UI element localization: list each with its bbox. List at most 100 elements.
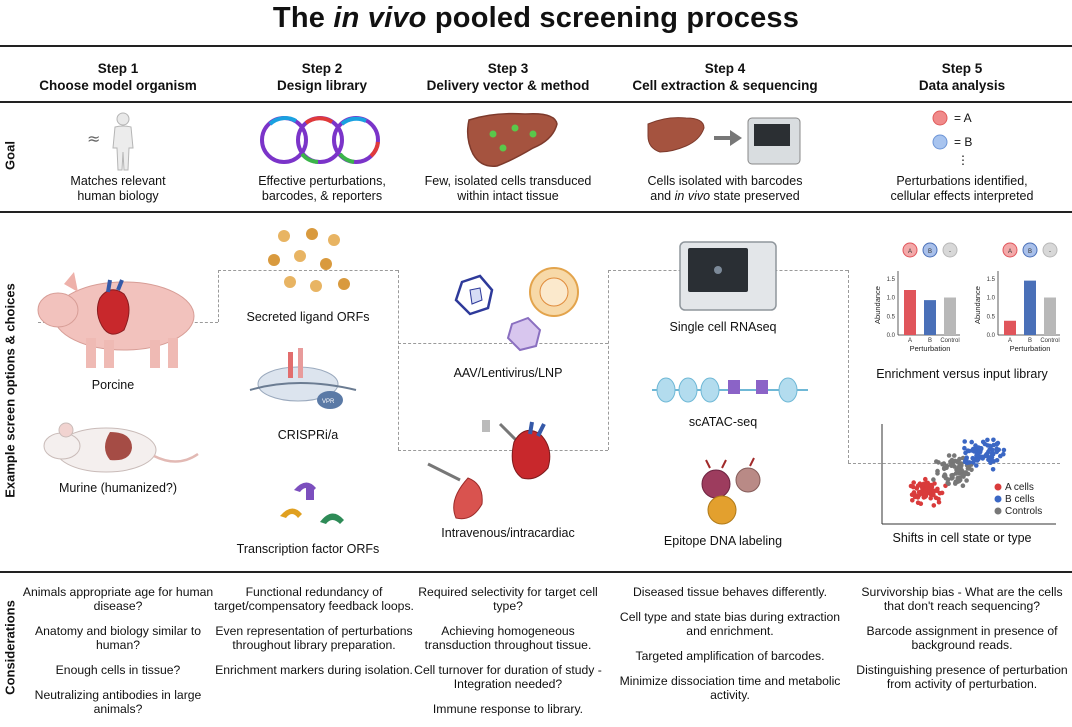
scatter-point bbox=[963, 450, 968, 456]
scatter-point bbox=[910, 498, 915, 503]
bar bbox=[1044, 297, 1056, 335]
scatter-point bbox=[911, 480, 916, 485]
goal-text-5: Perturbations identified,cellular effect… bbox=[890, 174, 1034, 203]
badge-circle bbox=[922, 242, 938, 258]
scatter-point bbox=[948, 459, 953, 464]
legend-a: = A bbox=[954, 111, 972, 125]
scatter-point bbox=[972, 449, 978, 454]
legend-label: B cells bbox=[1005, 494, 1034, 505]
badge-circle bbox=[1002, 242, 1018, 258]
consideration: Minimize dissociation time and metabolic… bbox=[619, 674, 841, 702]
connector-line bbox=[398, 343, 608, 344]
considerations-step3: Required selectivity for target cell typ… bbox=[408, 585, 608, 727]
scatter-point bbox=[934, 459, 939, 464]
option-scatac: scATAC-seq bbox=[688, 415, 758, 429]
option-epitope-labeling: Epitope DNA labeling bbox=[663, 534, 783, 548]
badge-label: - bbox=[1049, 249, 1051, 255]
scatter-point bbox=[917, 482, 922, 488]
scatter-point bbox=[962, 439, 967, 444]
option-scrnaseq: Single cell RNAseq bbox=[669, 320, 777, 334]
scatter-point bbox=[979, 454, 984, 460]
x-tick-label: A bbox=[908, 338, 912, 344]
option-transcription-factor: Transcription factor ORFs bbox=[236, 542, 380, 556]
liver-icon bbox=[466, 112, 558, 167]
legend-label: A cells bbox=[1005, 482, 1034, 493]
consideration: Survivorship bias - What are the cells t… bbox=[861, 585, 1063, 613]
scatter-point bbox=[912, 494, 918, 500]
scatter-point bbox=[946, 481, 951, 487]
x-tick-label: B bbox=[928, 338, 932, 344]
scatter-point bbox=[991, 442, 996, 448]
scatter-point bbox=[944, 465, 949, 471]
goal-text-2: Effective perturbations,barcodes, & repo… bbox=[258, 174, 386, 203]
scatter-point bbox=[960, 483, 966, 488]
scatter-point bbox=[970, 455, 975, 461]
scatter-point bbox=[936, 496, 941, 502]
consideration: Cell turnover for duration of study - In… bbox=[414, 663, 602, 691]
consideration: Distinguishing presence of perturbation … bbox=[856, 663, 1068, 691]
legend-swatch bbox=[994, 495, 1002, 503]
consideration: Targeted amplification of barcodes. bbox=[635, 649, 825, 663]
scatac-icon bbox=[652, 377, 808, 403]
scatter-point bbox=[985, 437, 990, 443]
legend-dots: ⋮ bbox=[957, 153, 969, 167]
scatter-point bbox=[969, 467, 974, 473]
vpr-label: VPR bbox=[322, 399, 335, 405]
y-tick-label: 1.0 bbox=[887, 296, 896, 302]
consideration: Animals appropriate age for human diseas… bbox=[22, 585, 214, 613]
transcription-factor-icon bbox=[280, 482, 344, 524]
consideration: Enough cells in tissue? bbox=[55, 663, 181, 677]
mouse-icon bbox=[43, 422, 199, 473]
consideration: Required selectivity for target cell typ… bbox=[418, 585, 598, 613]
bar bbox=[1004, 320, 1016, 335]
scatter-point bbox=[955, 460, 961, 465]
scatter-point bbox=[945, 477, 951, 482]
x-tick-label: Control bbox=[940, 338, 959, 344]
y-tick-label: 1.5 bbox=[987, 277, 996, 283]
scatter-point bbox=[949, 473, 954, 478]
scatter-point bbox=[942, 472, 948, 477]
divider bbox=[0, 211, 1072, 213]
page-title: The in vivo pooled screening process bbox=[272, 2, 800, 34]
x-tick-label: A bbox=[1008, 338, 1012, 344]
scatter-point bbox=[957, 464, 962, 470]
scatter-point bbox=[953, 481, 958, 486]
scatter-point bbox=[963, 470, 969, 475]
scatter-point bbox=[931, 477, 936, 482]
option-crispr: CRISPRi/a bbox=[277, 428, 339, 442]
bar bbox=[1024, 280, 1036, 335]
connector-line bbox=[608, 270, 609, 450]
scatter-point bbox=[923, 476, 928, 482]
legend-label: Controls bbox=[1005, 506, 1042, 517]
scatter-point bbox=[911, 484, 916, 490]
option-delivery-route: Intravenous/intracardiac bbox=[441, 526, 575, 540]
scatter-point bbox=[940, 461, 945, 467]
scatter-point bbox=[998, 453, 1003, 459]
scatter-point bbox=[962, 445, 967, 451]
consideration: Functional redundancy of target/compensa… bbox=[214, 585, 414, 613]
scatter-point bbox=[962, 459, 968, 464]
row-label-considerations: Considerations bbox=[2, 600, 18, 695]
single-cell-sequencer-icon bbox=[679, 241, 777, 311]
goal-legend-icon: = A = B ⋮ bbox=[932, 110, 972, 167]
bar bbox=[924, 300, 936, 335]
human-figure-icon: ≈ bbox=[87, 112, 134, 171]
viral-vector-icon bbox=[454, 267, 579, 352]
consideration: Even representation of perturbations thr… bbox=[215, 624, 413, 652]
row-label-options: Example screen options & choices bbox=[2, 283, 18, 498]
scatter-point bbox=[931, 492, 936, 498]
divider bbox=[0, 101, 1072, 103]
option-enrichment: Enrichment versus input library bbox=[876, 367, 1048, 381]
consideration: Neutralizing antibodies in large animals… bbox=[34, 688, 202, 716]
scatter-point bbox=[966, 448, 972, 454]
option-delivery-vector: AAV/Lentivirus/LNP bbox=[453, 366, 563, 380]
legend-b: = B bbox=[954, 135, 972, 149]
